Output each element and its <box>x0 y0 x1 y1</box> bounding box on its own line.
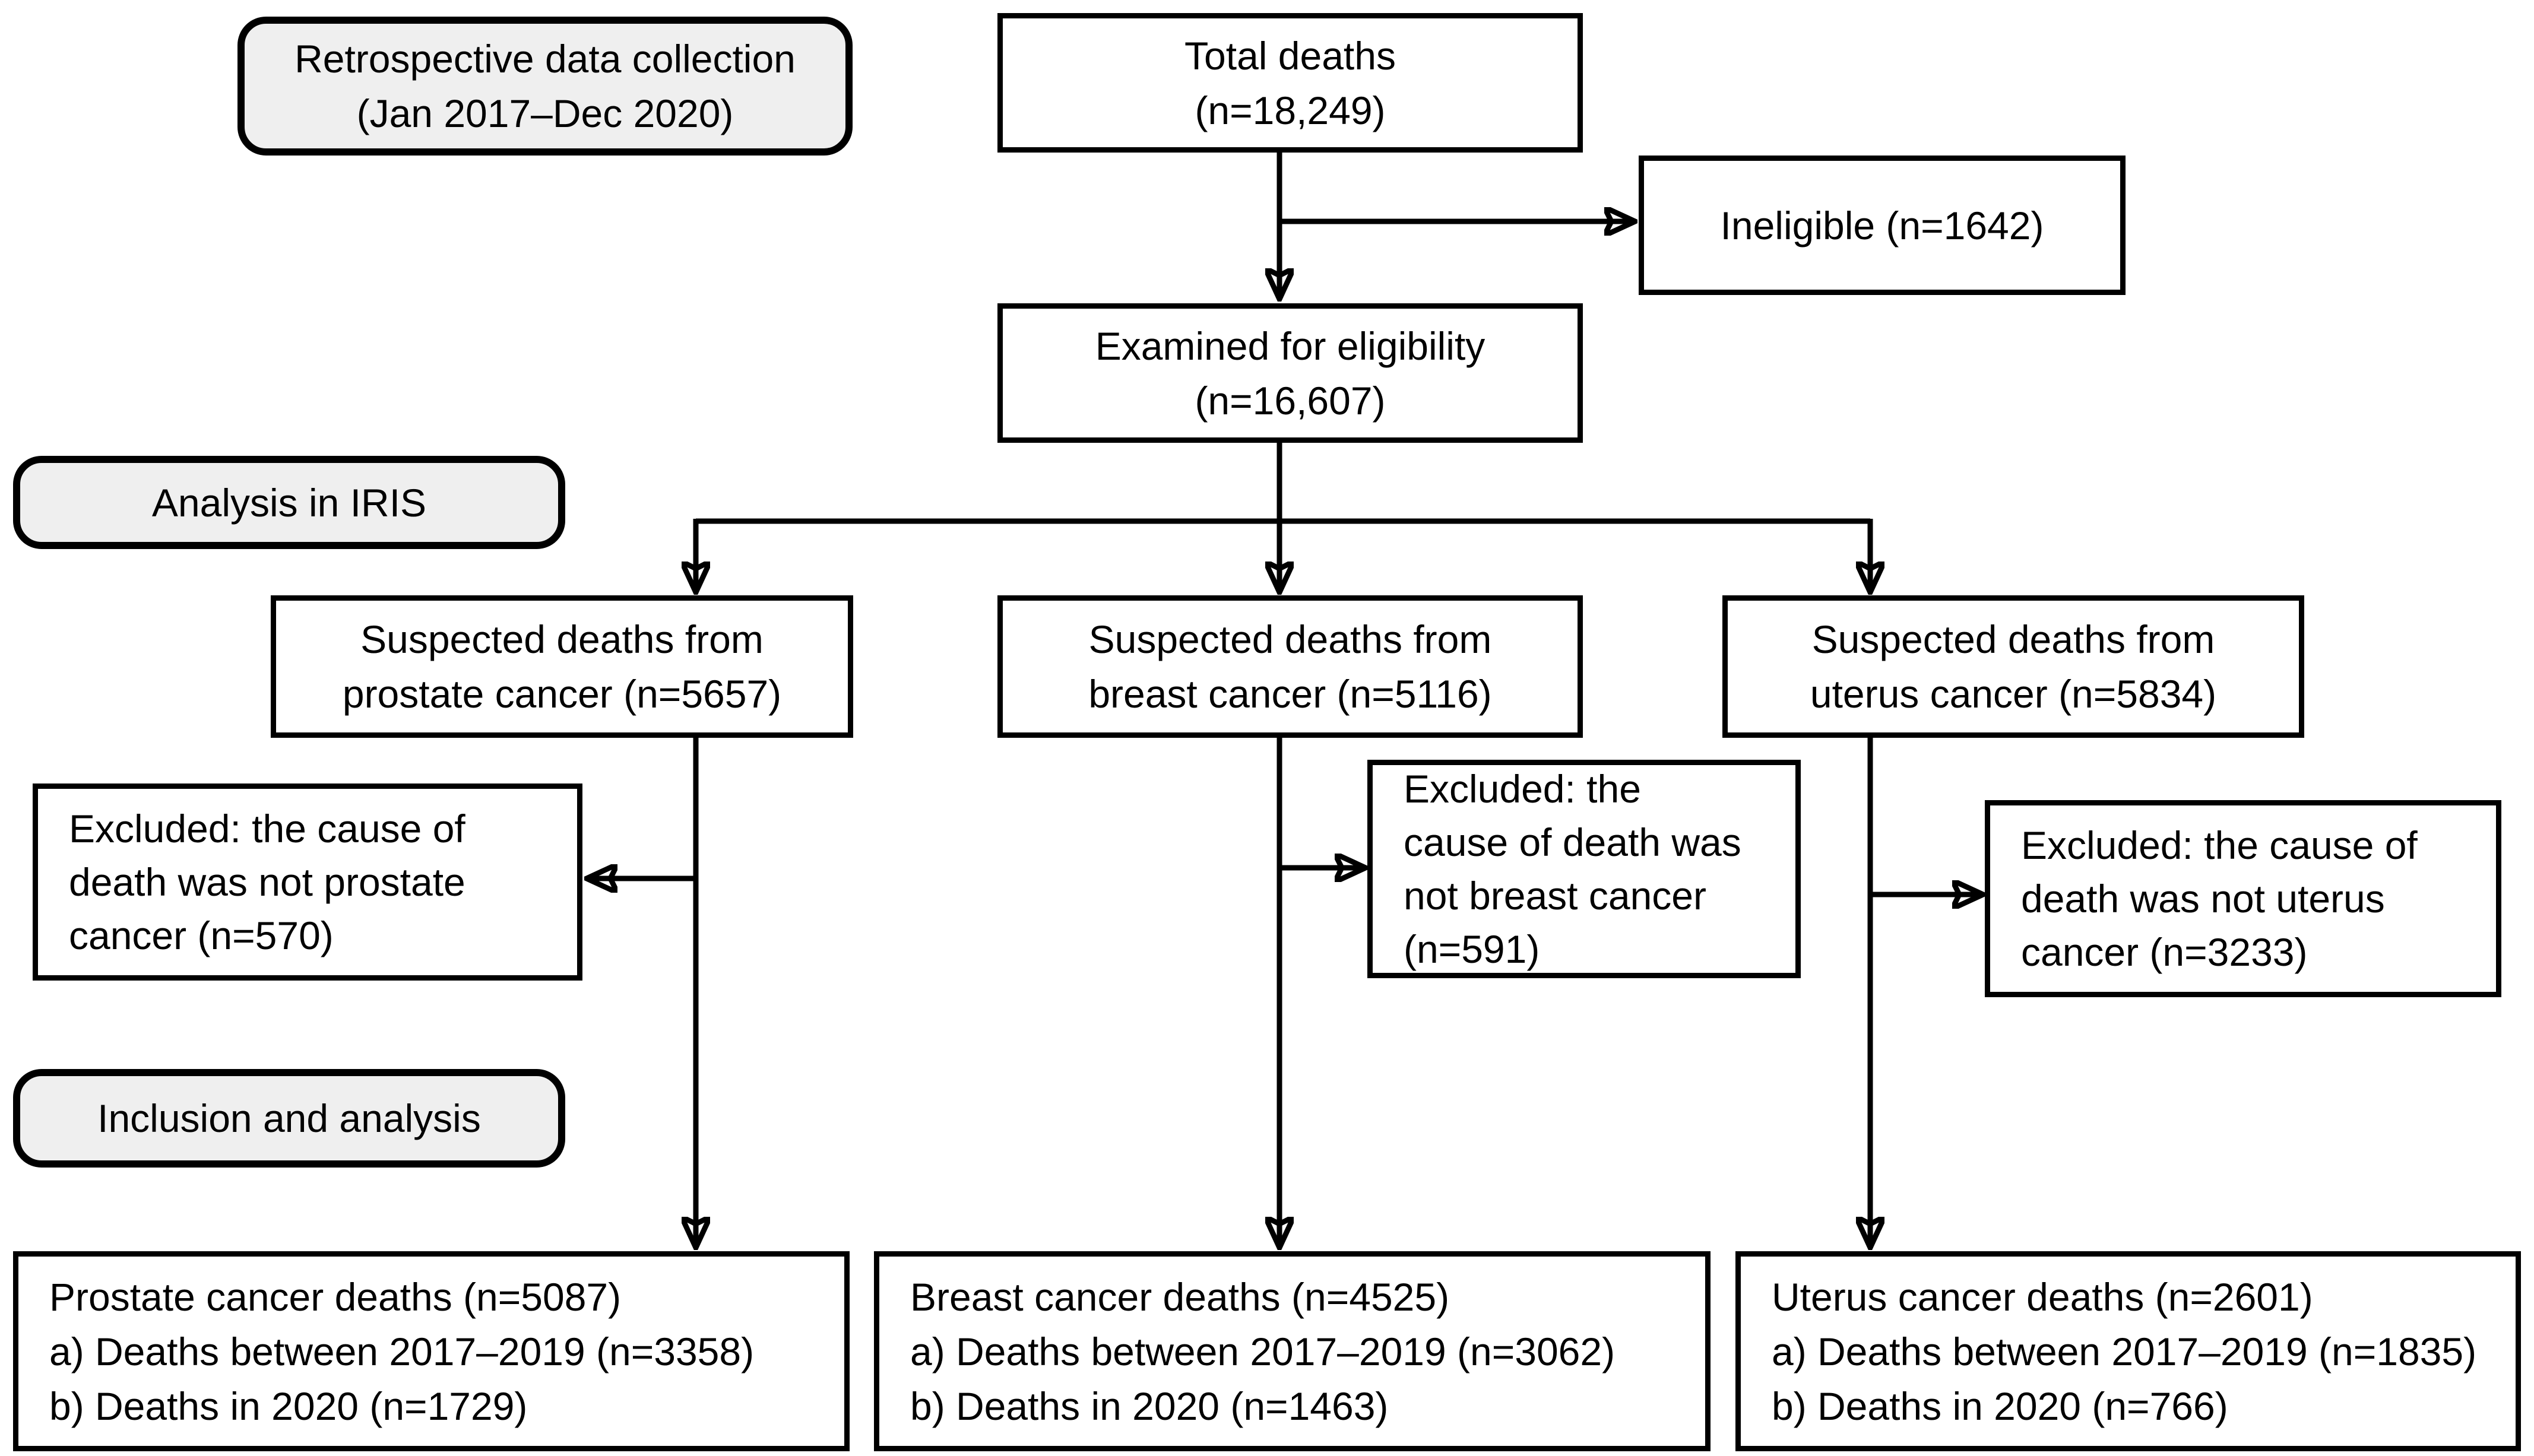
node-line: Suspected deaths from <box>1811 617 2215 661</box>
node-line: Suspected deaths from <box>1088 617 1492 661</box>
node-line: uterus cancer (n=5834) <box>1810 672 2217 716</box>
node-line: Ineligible (n=1642) <box>1720 203 2044 248</box>
node-line: Excluded: the cause of <box>69 807 465 851</box>
node-excluded-prostate: Excluded: the cause of death was not pro… <box>33 783 582 981</box>
node-suspected-prostate: Suspected deaths from prostate cancer (n… <box>271 595 853 738</box>
stage-label-iris: Analysis in IRIS <box>13 456 565 549</box>
stage-label-line: Retrospective data collection <box>294 37 796 81</box>
node-excluded-breast: Excluded: the cause of death was not bre… <box>1367 760 1801 978</box>
node-line: Examined for eligibility <box>1095 323 1485 368</box>
stage-label-inclusion: Inclusion and analysis <box>13 1069 565 1168</box>
node-ineligible: Ineligible (n=1642) <box>1639 156 2126 295</box>
node-line: a) Deaths between 2017–2019 (n=3062) <box>910 1329 1616 1373</box>
node-line: not breast cancer <box>1404 874 1706 918</box>
node-line: (n=16,607) <box>1195 378 1386 423</box>
node-excluded-uterus: Excluded: the cause of death was not ute… <box>1985 800 2501 997</box>
node-suspected-uterus: Suspected deaths from uterus cancer (n=5… <box>1722 595 2304 738</box>
stage-label-line: (Jan 2017–Dec 2020) <box>356 91 734 135</box>
node-line: Excluded: the cause of <box>2021 823 2418 867</box>
node-line: b) Deaths in 2020 (n=1729) <box>49 1384 528 1428</box>
node-line: b) Deaths in 2020 (n=1463) <box>910 1384 1389 1428</box>
node-examined: Examined for eligibility (n=16,607) <box>997 303 1583 443</box>
node-line: death was not uterus <box>2021 877 2385 921</box>
node-line: Uterus cancer deaths (n=2601) <box>1772 1274 2313 1319</box>
stage-label-line: Analysis in IRIS <box>151 480 427 525</box>
node-line: Breast cancer deaths (n=4525) <box>910 1274 1450 1319</box>
node-line: (n=591) <box>1404 927 1540 971</box>
node-line: breast cancer (n=5116) <box>1088 672 1492 716</box>
node-line: Total deaths <box>1184 33 1396 78</box>
stage-label-line: Inclusion and analysis <box>97 1096 481 1140</box>
node-line: prostate cancer (n=5657) <box>342 672 782 716</box>
node-suspected-breast: Suspected deaths from breast cancer (n=5… <box>997 595 1583 738</box>
node-total-deaths: Total deaths (n=18,249) <box>997 13 1583 153</box>
node-line: cause of death was <box>1404 820 1741 864</box>
node-line: Excluded: the <box>1404 767 1641 811</box>
node-final-prostate: Prostate cancer deaths (n=5087) a) Death… <box>13 1251 850 1451</box>
stage-label-retrospective: Retrospective data collection (Jan 2017–… <box>237 17 853 156</box>
node-line: cancer (n=570) <box>69 913 334 957</box>
node-line: (n=18,249) <box>1195 88 1386 132</box>
node-line: a) Deaths between 2017–2019 (n=3358) <box>49 1329 755 1373</box>
node-line: Prostate cancer deaths (n=5087) <box>49 1274 622 1319</box>
node-line: death was not prostate <box>69 860 465 904</box>
node-line: b) Deaths in 2020 (n=766) <box>1772 1384 2228 1428</box>
node-line: Suspected deaths from <box>360 617 764 661</box>
node-final-uterus: Uterus cancer deaths (n=2601) a) Deaths … <box>1735 1251 2521 1451</box>
node-line: cancer (n=3233) <box>2021 930 2308 974</box>
node-line: a) Deaths between 2017–2019 (n=1835) <box>1772 1329 2477 1373</box>
node-final-breast: Breast cancer deaths (n=4525) a) Deaths … <box>874 1251 1711 1451</box>
